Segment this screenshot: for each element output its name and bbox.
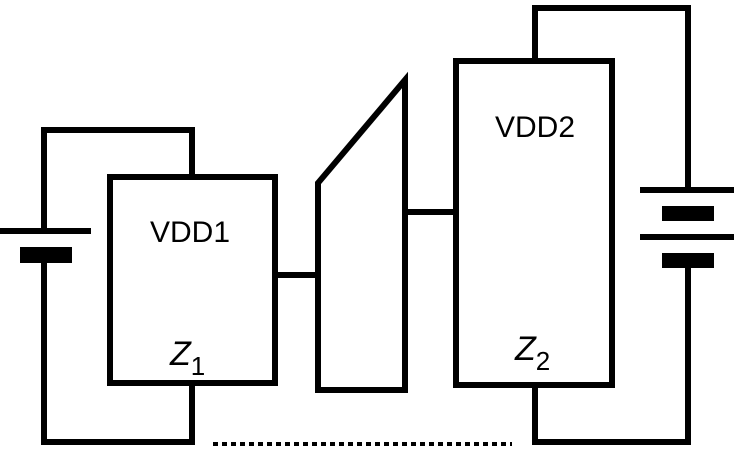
wire-left-bottom xyxy=(41,259,195,445)
wire-right-top xyxy=(532,5,691,191)
wire-left-top xyxy=(41,127,195,231)
block1-label: VDD1 xyxy=(150,216,230,249)
trapezoid-converter xyxy=(315,71,408,393)
block2-label: VDD2 xyxy=(495,111,575,144)
wire-right-bottom xyxy=(532,263,691,445)
block-vdd1 xyxy=(107,174,278,386)
block2-impedance: Z2 xyxy=(514,330,550,376)
battery-right-icon xyxy=(640,187,734,268)
block1-impedance: Z1 xyxy=(169,335,205,381)
battery-left-icon xyxy=(0,228,91,263)
